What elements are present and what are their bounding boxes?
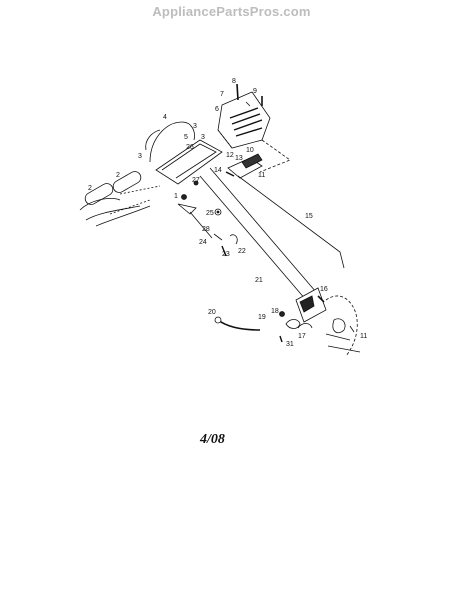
- callout-2a: 2: [116, 172, 120, 179]
- callout-7: 7: [220, 91, 224, 98]
- engine-cover: [217, 91, 291, 173]
- callout-17: 17: [298, 333, 306, 340]
- callout-5: 5: [184, 134, 188, 141]
- callout-19: 19: [258, 314, 266, 321]
- callout-23: 23: [222, 251, 230, 258]
- callout-20: 20: [208, 309, 216, 316]
- callout-28: 28: [202, 226, 210, 233]
- control-rod: [237, 175, 345, 269]
- site-watermark: AppliancePartsPros.com: [152, 4, 311, 19]
- small-parts: [177, 180, 238, 257]
- callout-12: 12: [226, 152, 234, 159]
- callout-3b: 3: [201, 134, 205, 141]
- callout-26: 26: [186, 144, 194, 151]
- callout-11b: 11: [360, 333, 367, 340]
- callout-9: 9: [253, 88, 257, 95]
- cover-screws: [236, 83, 263, 107]
- callout-8: 8: [232, 78, 236, 85]
- callout-1: 1: [174, 193, 178, 200]
- callout-3: 3: [193, 123, 197, 130]
- callout-22: 22: [238, 248, 246, 255]
- callout-21: 21: [255, 277, 263, 284]
- main-shaft: [199, 167, 327, 323]
- callout-31: 31: [286, 341, 294, 348]
- callout-13: 13: [235, 155, 243, 162]
- callout-27: 27: [192, 177, 200, 184]
- callout-25: 25: [206, 210, 214, 217]
- callout-2b: 2: [88, 185, 92, 192]
- callout-18: 18: [271, 308, 279, 315]
- callout-4: 4: [163, 114, 167, 121]
- callout-14: 14: [214, 167, 222, 174]
- callout-11: 11: [258, 172, 265, 179]
- callout-15: 15: [305, 213, 313, 220]
- callout-10: 10: [246, 147, 254, 154]
- lower-assembly: [214, 295, 361, 357]
- handle-grips: [79, 171, 161, 227]
- callout-3c: 3: [138, 153, 142, 160]
- control-bracket: [225, 153, 263, 179]
- callout-6: 6: [215, 106, 219, 113]
- revision-date: 4/08: [200, 432, 225, 447]
- handle-frame: [145, 121, 223, 185]
- callout-24: 24: [199, 239, 207, 246]
- callout-labels: 8 9 7 6 4 3 5 3 26 10 12 13 3 14 11 2 2 …: [88, 78, 367, 348]
- callout-16: 16: [320, 286, 328, 293]
